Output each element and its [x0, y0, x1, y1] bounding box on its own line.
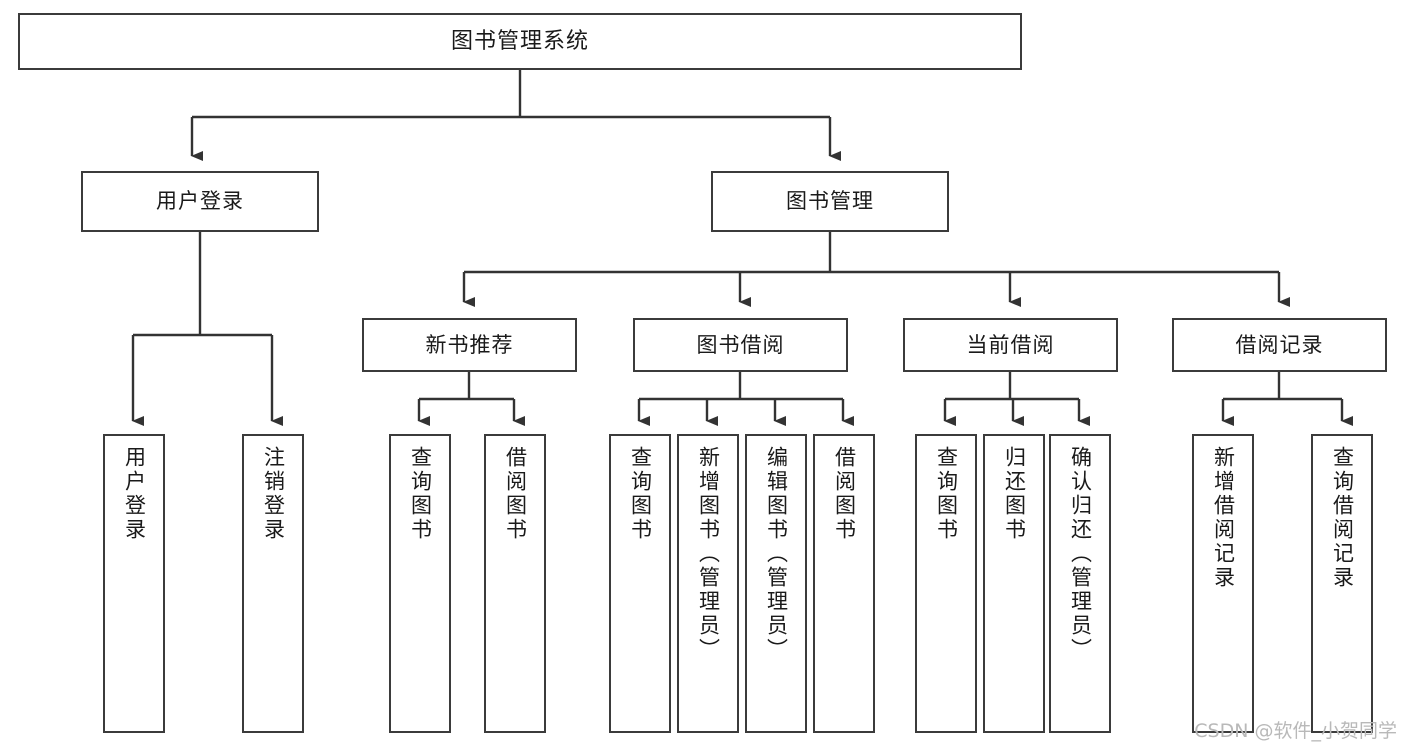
- node-current-borrow[interactable]: 当前借阅: [903, 318, 1118, 372]
- leaf-add-book-admin[interactable]: 新增图书（管理员）: [677, 434, 739, 733]
- leaf-add-borrow-record-label: 新增借阅记录: [1211, 446, 1236, 590]
- leaf-confirm-return-admin-label: 确认归还（管理员）: [1068, 446, 1093, 662]
- leaf-logout[interactable]: 注销登录: [242, 434, 304, 733]
- node-book-management[interactable]: 图书管理: [711, 171, 949, 232]
- node-book-borrow[interactable]: 图书借阅: [633, 318, 848, 372]
- node-user-login-label: 用户登录: [156, 189, 244, 214]
- leaf-borrow-book-recommend[interactable]: 借阅图书: [484, 434, 546, 733]
- leaf-query-book-recommend[interactable]: 查询图书: [389, 434, 451, 733]
- leaf-query-book-current-label: 查询图书: [934, 446, 959, 542]
- leaf-edit-book-admin-label: 编辑图书（管理员）: [764, 446, 789, 662]
- node-root-label: 图书管理系统: [450, 28, 589, 54]
- watermark: CSDN @软件_小贺同学: [1194, 720, 1397, 742]
- leaf-query-book-borrow[interactable]: 查询图书: [609, 434, 671, 733]
- node-new-book-recommend-label: 新书推荐: [425, 332, 514, 357]
- leaf-borrow-book-label: 借阅图书: [832, 446, 857, 542]
- node-user-login[interactable]: 用户登录: [81, 171, 319, 232]
- leaf-add-book-admin-label: 新增图书（管理员）: [696, 446, 721, 662]
- leaf-borrow-book[interactable]: 借阅图书: [813, 434, 875, 733]
- leaf-edit-book-admin[interactable]: 编辑图书（管理员）: [745, 434, 807, 733]
- leaf-query-book-current[interactable]: 查询图书: [915, 434, 977, 733]
- leaf-query-borrow-record[interactable]: 查询借阅记录: [1311, 434, 1373, 733]
- leaf-borrow-book-recommend-label: 借阅图书: [503, 446, 528, 542]
- leaf-query-book-recommend-label: 查询图书: [408, 446, 433, 542]
- node-book-borrow-label: 图书借阅: [696, 332, 785, 357]
- leaf-user-login[interactable]: 用户登录: [103, 434, 165, 733]
- node-borrow-record[interactable]: 借阅记录: [1172, 318, 1387, 372]
- node-root[interactable]: 图书管理系统: [18, 13, 1022, 70]
- node-current-borrow-label: 当前借阅: [966, 332, 1055, 357]
- leaf-logout-label: 注销登录: [261, 446, 286, 542]
- leaf-add-borrow-record[interactable]: 新增借阅记录: [1192, 434, 1254, 733]
- leaf-query-borrow-record-label: 查询借阅记录: [1330, 446, 1355, 590]
- node-book-management-label: 图书管理: [786, 189, 874, 214]
- leaf-confirm-return-admin[interactable]: 确认归还（管理员）: [1049, 434, 1111, 733]
- leaf-return-book-label: 归还图书: [1002, 446, 1027, 542]
- node-borrow-record-label: 借阅记录: [1235, 332, 1324, 357]
- leaf-query-book-borrow-label: 查询图书: [628, 446, 653, 542]
- node-new-book-recommend[interactable]: 新书推荐: [362, 318, 577, 372]
- leaf-user-login-label: 用户登录: [122, 446, 147, 542]
- leaf-return-book[interactable]: 归还图书: [983, 434, 1045, 733]
